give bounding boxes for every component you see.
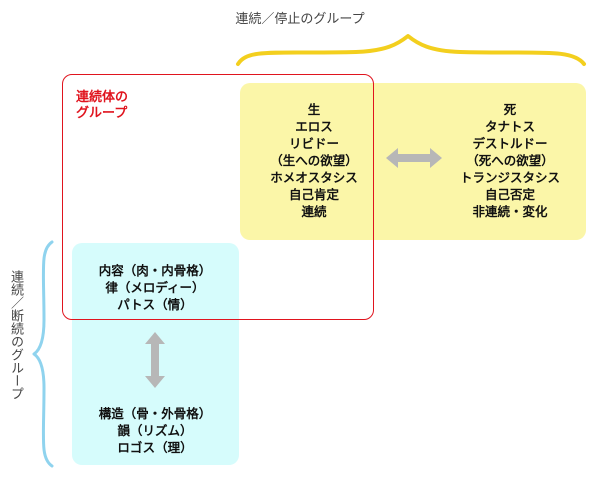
horizontal-double-arrow-icon bbox=[386, 148, 442, 168]
death-term: デストルドー bbox=[472, 136, 548, 151]
death-term: 非連続・変化 bbox=[472, 204, 548, 219]
life-term: ホメオスタシス bbox=[270, 170, 358, 185]
continuum-group-frame bbox=[62, 74, 374, 320]
side-brace-icon bbox=[32, 240, 54, 468]
death-term: トランジスタシス bbox=[459, 170, 560, 185]
death-terms-list: 死 タナトス デストルドー （死への欲望） トランジスタシス 自己否定 非連続・… bbox=[450, 101, 570, 220]
vertical-double-arrow-icon bbox=[145, 332, 165, 388]
death-term: 死 bbox=[503, 102, 517, 117]
content-terms-list: 内容（肉・内骨格） 律（メロディー） パトス（情） bbox=[80, 262, 230, 313]
life-term: リビドー bbox=[288, 136, 339, 151]
continuum-group-title-line: 連続体の bbox=[76, 90, 129, 105]
content-term: 内容（肉・内骨格） bbox=[98, 263, 212, 278]
content-term: パトス（情） bbox=[117, 297, 193, 312]
top-brace-icon bbox=[236, 34, 586, 66]
content-term: 律（メロディー） bbox=[105, 280, 205, 295]
continuum-group-title-line: グループ bbox=[76, 106, 128, 121]
death-term: （死への欲望） bbox=[466, 153, 554, 168]
life-term: エロス bbox=[295, 119, 333, 134]
side-group-label: 連続／断続のグループ bbox=[8, 270, 23, 400]
death-term: 自己否定 bbox=[484, 187, 535, 202]
structure-term: ロゴス（理） bbox=[117, 440, 193, 455]
structure-term: 韻（リズム） bbox=[117, 423, 193, 438]
life-terms-list: 生 エロス リビドー （生への欲望） ホメオスタシス 自己肯定 連続 bbox=[254, 101, 374, 220]
death-term: タナトス bbox=[484, 119, 535, 134]
top-group-label: 連続／停止のグループ bbox=[235, 12, 365, 27]
life-term: 自己肯定 bbox=[288, 187, 339, 202]
structure-terms-list: 構造（骨・外骨格） 韻（リズム） ロゴス（理） bbox=[80, 405, 230, 456]
structure-term: 構造（骨・外骨格） bbox=[98, 406, 212, 421]
life-term: 生 bbox=[307, 102, 321, 117]
life-term: 連続 bbox=[301, 204, 327, 219]
continuum-group-title: 連続体の グループ bbox=[76, 90, 128, 122]
life-term: （生への欲望） bbox=[270, 153, 358, 168]
